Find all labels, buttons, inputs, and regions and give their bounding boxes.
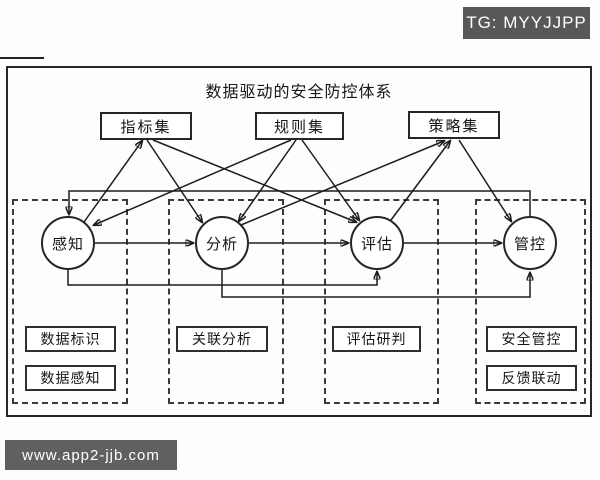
- diagram-title: 数据驱动的安全防控体系: [205, 84, 393, 101]
- scan-artifact-line: [0, 57, 44, 59]
- edge-analysis-control-feedback: [221, 270, 530, 298]
- security-control-box: 安全管控: [486, 326, 577, 352]
- data-labeling-label: 数据标识: [40, 331, 101, 347]
- rule-set-box: 规则集: [255, 112, 344, 140]
- strategy-set-box: 策略集: [408, 111, 500, 139]
- strategy-set-label: 策略集: [428, 117, 480, 135]
- edge-indicator-set-evaluation: [152, 139, 356, 222]
- data-perception-box: 数据感知: [25, 365, 116, 391]
- edge-control-perception-feedback: [69, 190, 531, 216]
- control-node: 管控: [503, 216, 557, 270]
- rule-set-label: 规则集: [273, 118, 325, 136]
- edge-indicator-set-analysis: [146, 139, 202, 222]
- website-watermark-badge: www.app2-jjb.com: [5, 440, 177, 470]
- website-watermark-text: www.app2-jjb.com: [22, 446, 160, 464]
- evaluation-group-dashed-box: [324, 199, 439, 404]
- indicator-set-box: 指标集: [100, 112, 192, 140]
- edge-strategy-set-control: [458, 139, 511, 221]
- security-control-label: 安全管控: [501, 331, 562, 347]
- edge-evaluation-strategy-set: [390, 141, 450, 221]
- data-perception-label: 数据感知: [40, 370, 101, 386]
- feedback-linkage-box: 反馈联动: [486, 365, 577, 391]
- diagram-border: [6, 66, 592, 417]
- correlation-analysis-label: 关联分析: [192, 331, 252, 347]
- telegram-watermark-badge: TG: MYYJJPP: [463, 7, 590, 39]
- edge-analysis-strategy-set: [240, 141, 444, 226]
- analysis-node: 分析: [195, 216, 249, 270]
- evaluation-judgment-box: 评估研判: [332, 326, 421, 352]
- indicator-set-label: 指标集: [120, 118, 172, 136]
- perception-group-dashed-box: [12, 199, 128, 404]
- evaluation-node: 评估: [350, 216, 404, 270]
- evaluation-node-label: 评估: [360, 235, 393, 253]
- perception-node: 感知: [41, 216, 95, 270]
- edge-rule-set-analysis: [239, 139, 297, 221]
- edge-rule-set-evaluation: [301, 139, 359, 220]
- analysis-node-label: 分析: [205, 235, 238, 253]
- control-node-label: 管控: [513, 235, 546, 253]
- edge-perception-indicator-set: [83, 141, 142, 223]
- correlation-analysis-box: 关联分析: [176, 326, 268, 352]
- telegram-watermark-text: TG: MYYJJPP: [466, 13, 587, 32]
- evaluation-judgment-label: 评估研判: [346, 331, 407, 347]
- feedback-linkage-label: 反馈联动: [501, 370, 562, 386]
- edge-rule-set-perception: [94, 139, 292, 225]
- data-labeling-box: 数据标识: [25, 326, 116, 352]
- analysis-group-dashed-box: [168, 199, 284, 404]
- perception-node-label: 感知: [51, 235, 84, 253]
